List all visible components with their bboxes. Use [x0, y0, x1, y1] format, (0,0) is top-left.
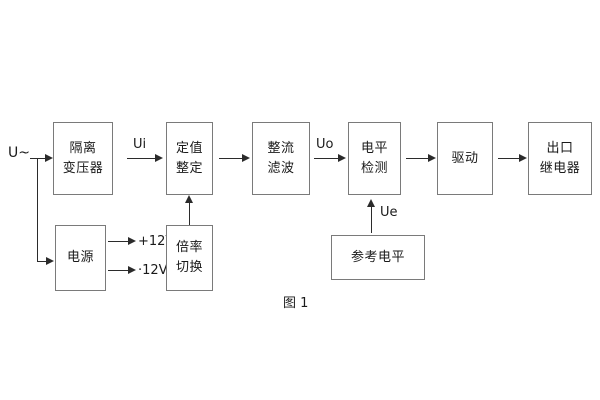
block-power-supply-line-1: 电源: [66, 250, 94, 265]
wire-input-stub: [30, 158, 39, 160]
block-isolation-transformer-line-2: 变压器: [62, 160, 104, 176]
block-drive-line-1: 驱动: [451, 150, 479, 166]
block-ratio-switch-line-1: 倍率: [175, 240, 203, 255]
wire-to-isolation-transformer: [37, 158, 47, 160]
block-reference-level[interactable]: 参考电平: [331, 235, 425, 280]
block-drive[interactable]: 驱动: [437, 122, 493, 195]
block-output-relay-line-1: 出口: [546, 140, 574, 156]
wire-ui: [127, 158, 157, 160]
wire-rail-negative: [108, 270, 130, 272]
signal-label-uo: Uo: [316, 137, 334, 152]
signal-label-rail-negative: ·12V: [138, 263, 168, 278]
block-output-relay[interactable]: 出口 继电器: [528, 122, 592, 195]
signal-label-ue: Ue: [380, 205, 398, 220]
block-power-supply[interactable]: 电源: [55, 225, 106, 291]
block-rectify-filter[interactable]: 整流 滤波: [252, 122, 310, 195]
arrowhead-rail-positive: [128, 237, 136, 245]
arrowhead-to-power-supply: [46, 257, 54, 265]
block-setpoint-setting-line-1: 定值: [175, 140, 203, 156]
wire-drive-to-relay: [498, 158, 521, 160]
block-level-detection-line-1: 电平: [360, 140, 388, 156]
signal-label-input-ac: U~: [8, 145, 30, 161]
arrowhead-uo: [338, 154, 346, 162]
arrowhead-to-isolation-transformer: [45, 154, 53, 162]
block-setpoint-setting[interactable]: 定值 整定: [166, 122, 213, 195]
wire-rail-positive: [108, 241, 130, 243]
block-rectify-filter-line-1: 整流: [267, 140, 295, 156]
wire-to-power-supply: [37, 261, 48, 263]
wire-level-to-drive: [406, 158, 430, 160]
arrowhead-ratio-switch-to-setpoint: [185, 195, 193, 203]
arrowhead-drive-to-relay: [519, 154, 527, 162]
signal-label-ui: Ui: [133, 137, 147, 152]
block-ratio-switch[interactable]: 倍率 切换: [166, 225, 213, 291]
arrowhead-rail-negative: [128, 266, 136, 274]
wire-uo: [314, 158, 340, 160]
block-level-detection[interactable]: 电平 检测: [348, 122, 401, 195]
figure-caption: 图 1: [283, 296, 309, 311]
block-setpoint-setting-line-2: 整定: [175, 160, 203, 176]
block-level-detection-line-2: 检测: [360, 160, 388, 176]
block-ratio-switch-line-2: 切换: [175, 260, 203, 275]
wire-setpoint-to-rectify: [219, 158, 244, 160]
block-isolation-transformer-line-1: 隔离: [69, 140, 97, 156]
arrowhead-setpoint-to-rectify: [242, 154, 250, 162]
block-reference-level-line-1: 参考电平: [350, 249, 405, 265]
signal-label-rail-positive: +12V: [138, 234, 175, 249]
wire-input-bus-vertical: [37, 158, 39, 262]
arrowhead-reference-level-to-detection: [367, 199, 375, 207]
block-isolation-transformer[interactable]: 隔离 变压器: [53, 122, 113, 195]
wire-reference-level-to-detection: [371, 203, 373, 233]
arrowhead-ui: [155, 154, 163, 162]
block-output-relay-line-2: 继电器: [539, 160, 581, 176]
arrowhead-level-to-drive: [428, 154, 436, 162]
block-rectify-filter-line-2: 滤波: [267, 160, 295, 176]
wire-ratio-switch-to-setpoint: [189, 199, 191, 225]
